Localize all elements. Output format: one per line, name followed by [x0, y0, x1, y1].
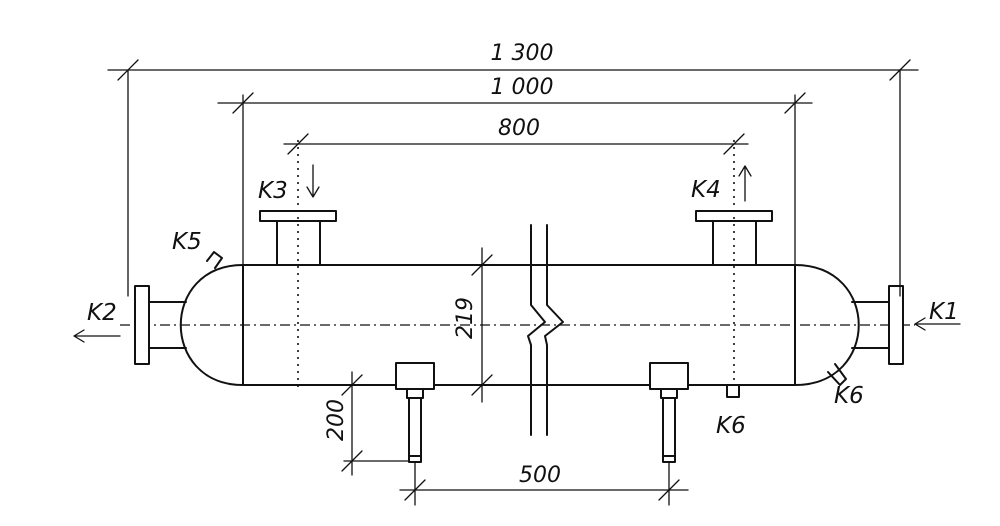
- arrow-k2: [73, 329, 121, 343]
- label-k1: K1: [929, 299, 959, 325]
- break-mark: [527, 224, 564, 436]
- drain-left: [395, 362, 435, 463]
- flange-k4: [695, 210, 773, 222]
- label-k6-head: K6: [834, 383, 864, 409]
- break-gap: [530, 258, 547, 392]
- dim-shell-diameter: 219: [453, 297, 478, 339]
- arrow-k3: [306, 164, 320, 198]
- drain-k6-bottom: [726, 384, 740, 398]
- dim-drain-length: 200: [324, 399, 349, 441]
- label-k2: K2: [87, 300, 117, 326]
- dim-drain-spacing: 500: [519, 463, 561, 488]
- flange-k1: [888, 285, 904, 365]
- arrow-k1: [914, 317, 961, 331]
- drain-right: [649, 362, 689, 463]
- flange-k2: [134, 285, 150, 365]
- dimension-lines: [107, 59, 919, 506]
- flange-k3: [259, 210, 337, 222]
- flow-arrows: [73, 164, 961, 343]
- nozzle-k1: [851, 285, 904, 365]
- vessel-body: [179, 224, 860, 436]
- nozzle-k2: [134, 285, 187, 365]
- dim-nozzle-spacing: 800: [498, 116, 540, 141]
- label-k6-bottom: K6: [716, 413, 746, 439]
- dim-shell-length: 1 000: [491, 75, 554, 100]
- arrow-k4: [738, 165, 752, 202]
- drain-k6-head: [827, 363, 847, 386]
- label-k4: K4: [691, 177, 721, 203]
- label-k3: K3: [258, 178, 288, 204]
- vent-k5: [206, 251, 223, 269]
- dim-overall-length: 1 300: [491, 41, 554, 66]
- label-k5: K5: [172, 229, 202, 255]
